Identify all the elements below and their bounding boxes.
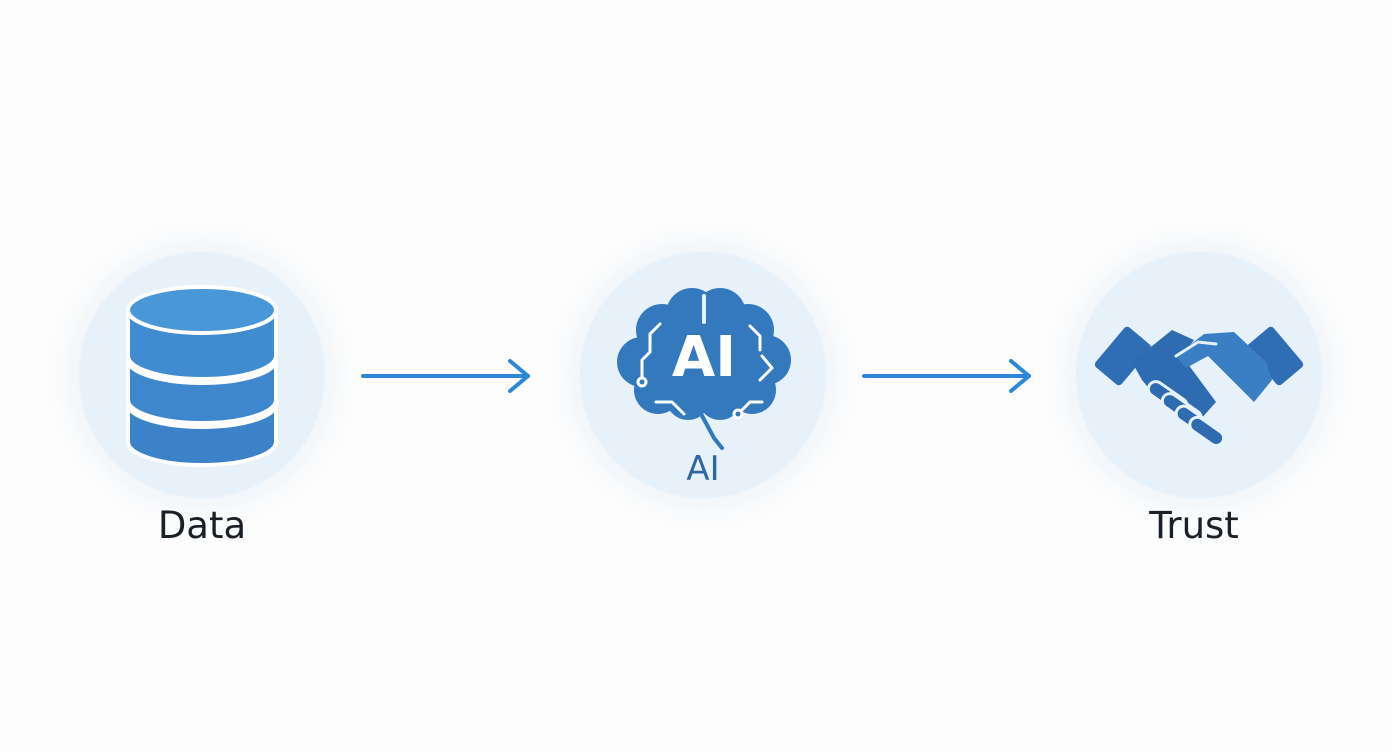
handshake-icon [1094,326,1304,448]
brain-icon-text: AI [672,325,736,390]
arrow-right-icon [361,359,530,393]
ai-node-circle: AI AI [580,252,826,498]
brain-ai-icon: AI [617,288,791,450]
data-node-circle [79,252,325,498]
data-label: Data [157,504,247,547]
ai-label: AI [686,449,720,489]
trust-label: Trust [1149,504,1239,547]
arrow-right-icon [862,359,1031,393]
trust-node-circle [1076,252,1322,498]
database-icon [126,285,278,467]
